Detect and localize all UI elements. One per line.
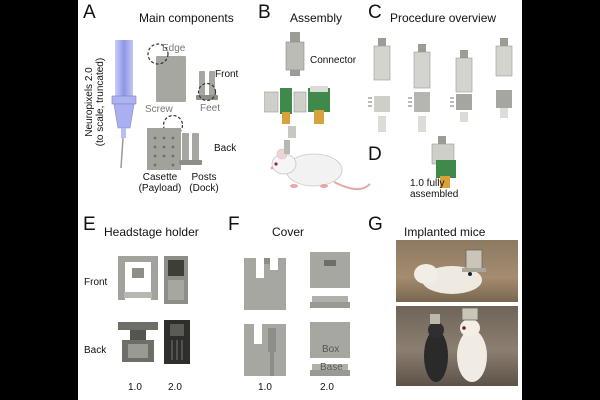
feet-highlight-circle (197, 82, 217, 102)
panel-a-side-label: Neuropixels 2.0 (to scale, truncated) (84, 46, 106, 158)
edge-label: Edge (162, 43, 186, 54)
e-version-2: 2.0 (168, 382, 182, 393)
panel-g-letter: G (368, 214, 383, 235)
figure: A Main components Neuropixels 2.0 (to sc… (78, 0, 522, 400)
post-back-right (192, 133, 199, 163)
posts-line1: Posts (191, 172, 217, 183)
panel-f-letter: F (228, 214, 240, 235)
side-label-line2: (to scale, truncated) (95, 57, 106, 147)
posts-line2: (Dock) (189, 183, 219, 194)
casette-caption: Casette (Payload) (132, 172, 188, 194)
e-front-label: Front (84, 277, 108, 288)
connector-label: Connector (310, 55, 357, 66)
panel-g-title: Implanted mice (404, 225, 486, 239)
post-front-feet (196, 95, 218, 100)
post-back-left (182, 133, 189, 163)
panel-e-letter: E (83, 214, 96, 235)
panel-b-letter: B (258, 2, 271, 23)
panel-b-title: Assembly (290, 11, 343, 25)
d-caption-line2: assembled (410, 189, 459, 200)
d-caption-line1: 1.0 fully (410, 178, 445, 189)
screw-highlight-circle (162, 114, 184, 136)
cover-1-back (244, 324, 286, 376)
assembly-exploded-drawing (264, 32, 330, 138)
headstage-holder-1-back (118, 322, 158, 362)
front-label: Front (215, 69, 239, 80)
box-label: Box (322, 344, 340, 355)
panel-f-title: Cover (272, 225, 305, 239)
casette-line2: (Payload) (138, 183, 182, 194)
panel-a-letter: A (83, 2, 96, 23)
fully-assembled-caption: 1.0 fully assembled (410, 178, 458, 200)
post-back-feet (179, 160, 202, 165)
screw-label: Screw (145, 104, 173, 115)
fully-assembled-drawing (431, 136, 456, 188)
e-back-label: Back (84, 345, 107, 356)
panel-e-title: Headstage holder (104, 225, 199, 239)
procedure-steps-drawing (368, 38, 513, 132)
base-label: Base (320, 362, 343, 373)
headstage-holder-2-back (164, 320, 190, 364)
panel-d-letter: D (368, 144, 382, 165)
headstage-holder-2-front (164, 256, 188, 304)
feet-label: Feet (200, 103, 221, 114)
panel-c-letter: C (368, 2, 382, 23)
side-label-line1: Neuropixels 2.0 (84, 67, 95, 137)
panel-a-title: Main components (139, 11, 234, 25)
post-front-left (199, 71, 205, 99)
casette-line1: Casette (142, 172, 178, 183)
implanted-mouse-photo-2 (396, 306, 518, 386)
edge-highlight-circle (147, 43, 169, 65)
cover-1-front (244, 258, 286, 310)
implanted-mouse-photo-1 (396, 240, 518, 302)
headstage-holder-1-front (118, 256, 158, 300)
mouse-drawing (270, 140, 371, 190)
f-version-2: 2.0 (320, 382, 334, 393)
cassette-back (147, 128, 181, 170)
f-version-1: 1.0 (258, 382, 272, 393)
neuropixels-probe-drawing (111, 40, 137, 169)
back-label: Back (214, 143, 237, 154)
posts-caption: Posts (Dock) (184, 172, 224, 194)
cover-2-back (310, 322, 350, 376)
panel-c-title: Procedure overview (390, 11, 497, 25)
e-version-1: 1.0 (128, 382, 142, 393)
cover-2-front (310, 252, 350, 308)
